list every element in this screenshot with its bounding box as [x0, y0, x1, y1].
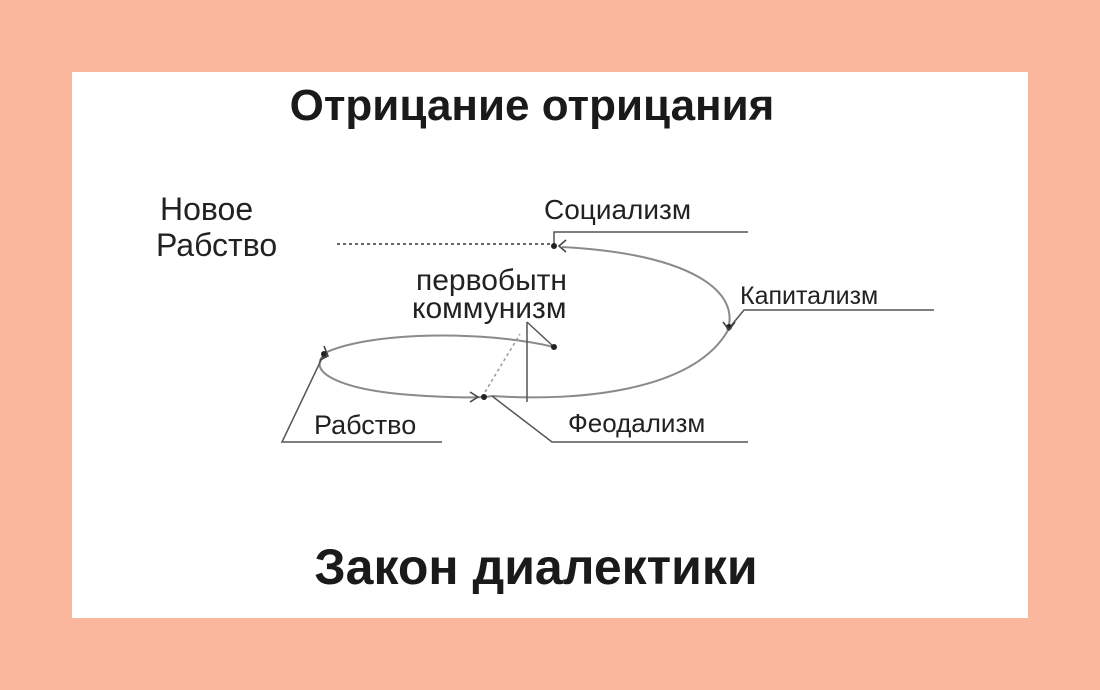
primitive-node [551, 344, 557, 350]
slavery-leader [280, 353, 442, 443]
spiral-diagram: Отрицание отрицания Закон диалектики Нов… [156, 81, 934, 595]
spiral-outer-loop [491, 246, 731, 399]
label-socialism: Социализм [544, 194, 691, 225]
label-new-slavery-line2: Рабство [156, 227, 277, 263]
label-slavery: Рабство [314, 410, 416, 440]
arrow-socialism-icon [557, 239, 567, 253]
arrow-slavery-icon [319, 345, 330, 361]
socialism-node [551, 243, 557, 249]
arrow-capitalism-icon [722, 321, 736, 332]
capitalism-leader [729, 309, 934, 328]
primitive-leader [526, 321, 555, 402]
label-capitalism: Капитализм [740, 282, 878, 310]
label-feudalism: Феодализм [568, 408, 705, 438]
spiral-inner-loop [318, 334, 555, 399]
slavery-node [321, 351, 327, 357]
diagram-subtitle: Закон диалектики [314, 539, 757, 595]
label-primitive-line1: первобытн [416, 264, 567, 297]
feudalism-vertical-connector [481, 333, 521, 398]
arrow-feudalism-icon [469, 391, 480, 403]
label-primitive-line2: коммунизм [412, 292, 566, 325]
diagram-title: Отрицание отрицания [290, 81, 775, 130]
socialism-leader [553, 231, 748, 244]
diagram-card: Отрицание отрицания Закон диалектики Нов… [72, 72, 1028, 618]
label-new-slavery-line1: Новое [160, 191, 253, 227]
feudalism-node [481, 394, 487, 400]
feudalism-leader [491, 395, 748, 443]
